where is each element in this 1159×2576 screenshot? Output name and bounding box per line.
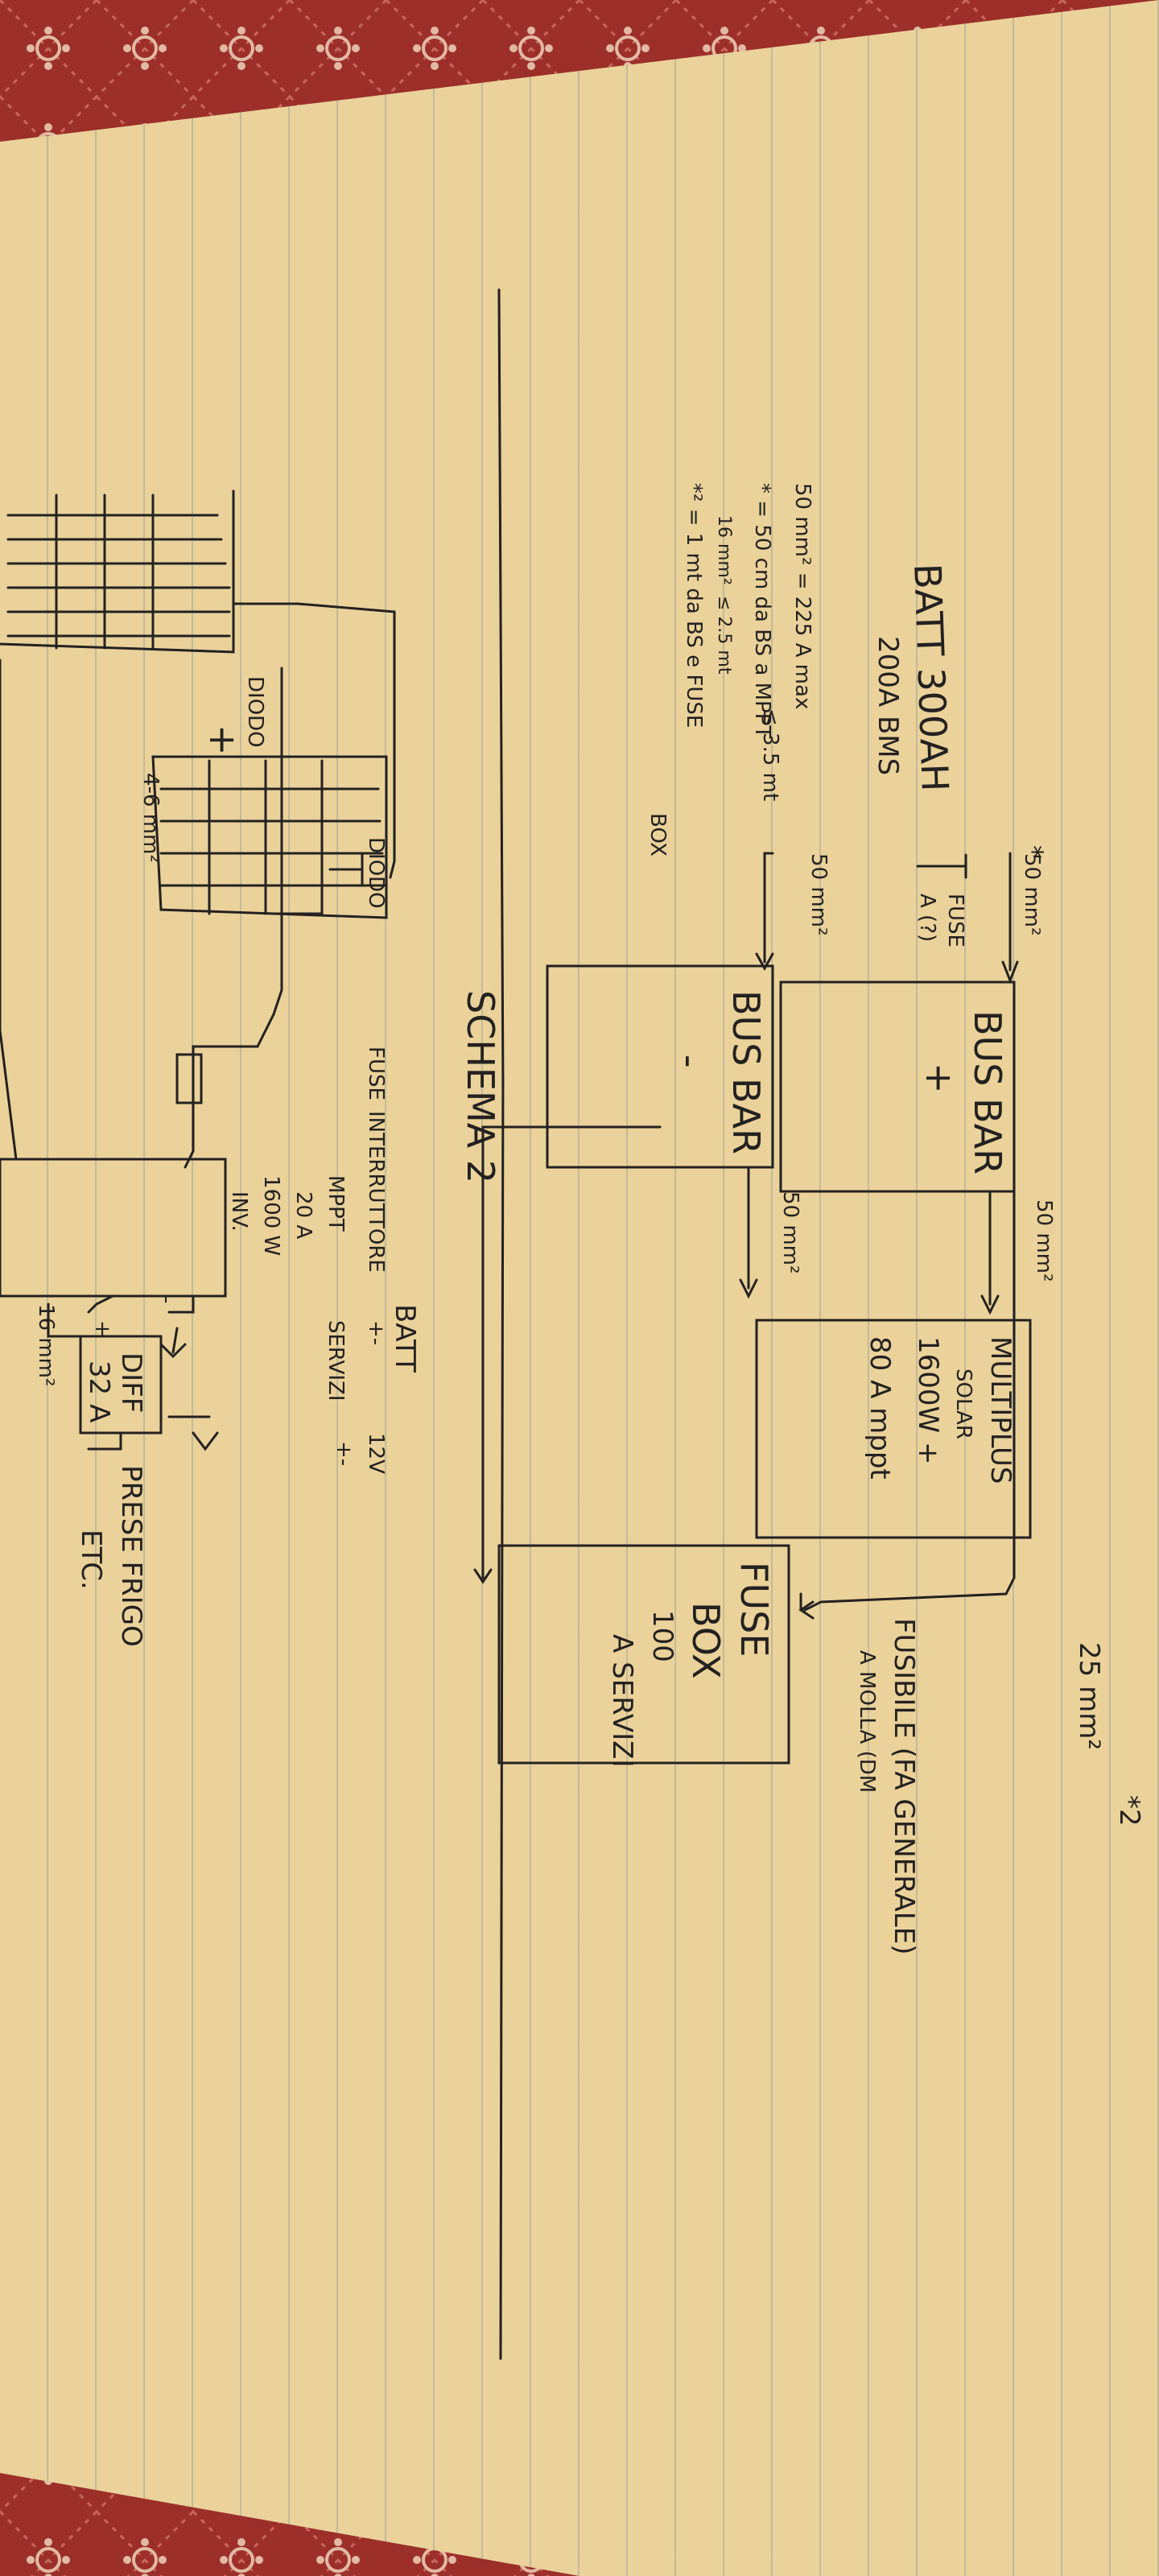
solar-panel-left xyxy=(0,489,235,654)
solar-panel-right xyxy=(151,755,388,919)
schema2-fuse-box xyxy=(175,1053,203,1104)
servizi-output-label: SERVIZI xyxy=(324,1320,348,1402)
solar-diodo-right: DIODO xyxy=(364,837,388,909)
cable-label-busbar-multiplus-pos: 50 mm² xyxy=(1032,1199,1056,1282)
busbar-positive-label: BUS BAR xyxy=(966,1010,1009,1175)
cable-label-batt-neg: 50 mm² xyxy=(806,853,831,936)
fuse-a-symbol xyxy=(916,853,967,879)
arrow-fusebox-neg xyxy=(473,1568,493,1584)
main-fuse-line1: FUSIBILE (FA GENERALE) xyxy=(888,1618,920,1955)
servizi-output-sign: +- xyxy=(332,1441,356,1467)
busbar-negative-box xyxy=(546,964,774,1169)
note-line4: *² = 1 mt da BS e FUSE xyxy=(682,483,706,729)
battery-label-line2: 200A BMS xyxy=(872,636,904,776)
solar-cable-label: 4-6 mm² xyxy=(138,773,163,863)
servizi-output-volt: 12V xyxy=(364,1433,388,1474)
inverter-output-cable: 16 mm² xyxy=(34,1304,58,1387)
main-fuse-line2: A MOLLA (DM xyxy=(855,1650,879,1794)
wire-mppt-diff xyxy=(47,1302,82,1338)
busbar-positive-sign: + xyxy=(918,1063,961,1094)
arrow-multiplus-pos xyxy=(980,1294,1000,1315)
fusebox-line3: 100 xyxy=(646,1610,678,1662)
busbar-positive-box xyxy=(779,980,1016,1193)
note-line3-sub: ≤ 2.5 mt xyxy=(714,596,734,675)
note-line3-small: 16 mm² xyxy=(714,515,734,585)
loads-line1: PRESE FRIGO xyxy=(115,1465,147,1647)
batt-output-sign: +- xyxy=(364,1320,388,1346)
multiplus-line2: SOLAR xyxy=(951,1368,975,1439)
multiplus-line1: MULTIPLUS xyxy=(984,1336,1017,1484)
multiplus-line3: 1600W + xyxy=(912,1336,944,1465)
arrow-servizi xyxy=(167,1415,219,1451)
wire-busbar-fusebox xyxy=(803,1182,1016,1612)
wire-solar-mid xyxy=(256,667,283,1048)
schema2-fuse-label: FUSE xyxy=(364,1046,388,1100)
note-line1: 50 mm² = 225 A max xyxy=(790,483,815,710)
wire-solar-bottom xyxy=(0,658,18,1161)
wire-diff-loads xyxy=(87,1431,122,1451)
busbar-negative-sign: - xyxy=(668,1055,711,1068)
fusebox-box xyxy=(497,1544,790,1765)
wire-busbar-neg-fusebox xyxy=(481,1125,662,1579)
arrow-batt xyxy=(159,1327,187,1359)
cable-label-busbar-fusebox: 25 mm² xyxy=(1073,1642,1105,1750)
cable-label-busbar-multiplus-neg: 50 mm² xyxy=(778,1191,802,1274)
schema2-title: SCHEMA 2 xyxy=(459,990,502,1184)
busbar-negative-label: BUS BAR xyxy=(724,990,768,1155)
note-line4-cont: BOX xyxy=(645,813,670,857)
fuse-a-line1: FUSE xyxy=(943,894,967,947)
star2-marker: *2 xyxy=(1113,1795,1145,1827)
solar-plus: + xyxy=(201,724,245,756)
wire-solar-top xyxy=(232,602,396,879)
wire-to-fuse xyxy=(184,1045,259,1169)
wire-mppt-batt xyxy=(167,1294,195,1314)
mppt-minus-sign: - xyxy=(155,1296,179,1304)
mppt-plus-sign: + xyxy=(90,1320,114,1338)
fusebox-line1: FUSE xyxy=(732,1562,776,1657)
arrow-multiplus-neg xyxy=(739,1278,758,1299)
fusebox-line2: BOX xyxy=(684,1602,728,1679)
divider-line xyxy=(497,288,505,2360)
fuse-a-line2: A (?) xyxy=(915,894,939,943)
arrow-busbar-pos xyxy=(1001,960,1019,985)
solar-diodo-left: DIODO xyxy=(243,676,267,748)
diff-line1: DIFF xyxy=(115,1352,147,1414)
mppt-line1: MPPT xyxy=(324,1175,348,1232)
multiplus-box xyxy=(755,1319,1032,1539)
fusebox-line4: A SERVIZI xyxy=(606,1634,638,1768)
mppt-line3: 1600 W xyxy=(259,1175,283,1257)
mppt-line2: 20 A xyxy=(291,1191,316,1240)
diodo-right-symbol xyxy=(328,852,364,887)
batt-output-label: BATT xyxy=(389,1304,421,1373)
note-line2: * = 50 cm da BS a MPPT xyxy=(750,483,774,739)
wire-batt-busbar-neg xyxy=(763,852,774,964)
cable-label-batt-pos: 50 mm² xyxy=(1020,853,1044,936)
diff-line2: 32 A xyxy=(83,1360,115,1423)
arrow-busbar-neg xyxy=(755,952,774,972)
schema2-switch-label: INTERRUTTORE xyxy=(364,1111,388,1273)
wire-mppt-servizi xyxy=(87,1294,114,1314)
mppt-line4: INV. xyxy=(227,1191,251,1232)
multiplus-line4: 80 A mppt xyxy=(864,1336,896,1480)
mppt-box xyxy=(0,1158,227,1298)
loads-line2: ETC. xyxy=(75,1530,107,1590)
battery-label-line1: BATT 300AH xyxy=(905,563,957,793)
